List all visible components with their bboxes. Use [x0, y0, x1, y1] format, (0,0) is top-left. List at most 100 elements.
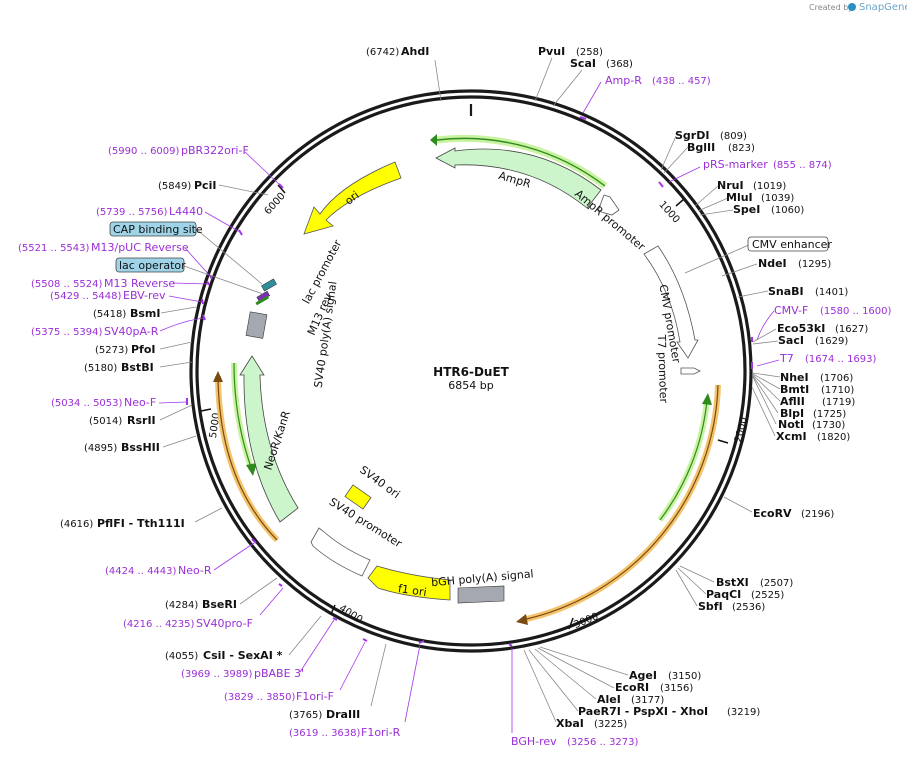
primer-pbr322[interactable]: pBR322ori-F — [181, 144, 249, 157]
site-pfoi[interactable]: PfoI — [131, 343, 156, 356]
leader-sv40prof — [259, 587, 284, 616]
backbone-outer — [189, 89, 753, 653]
site-bmti-pos: (1710) — [821, 385, 854, 396]
primer-neor[interactable]: Neo-R — [178, 564, 212, 577]
leader-xcmi — [751, 386, 776, 437]
lac-operator-label-box[interactable] — [115, 257, 185, 273]
primer-bar-l4440 — [238, 229, 243, 236]
site-rsrii[interactable]: RsrII — [127, 414, 156, 427]
site-bglii-pos: (823) — [728, 143, 755, 154]
site-csii[interactable]: CsiI - SexAI * — [203, 649, 283, 662]
site-paqci[interactable]: PaqCI — [706, 588, 741, 601]
site-bstxi[interactable]: BstXI — [716, 576, 749, 589]
neor-kanr-arrow[interactable] — [239, 355, 299, 523]
primer-pbabe3[interactable]: pBABE 3' — [254, 667, 304, 680]
neor-insert-arrowhead — [213, 371, 223, 382]
site-paer7i[interactable]: PaeR7I - PspXI - XhoI — [578, 705, 708, 718]
primer-bar-m13r — [206, 280, 210, 286]
cap-site-box[interactable] — [261, 278, 277, 292]
leader-mlui — [697, 197, 729, 212]
cmv-promoter-arrow[interactable] — [643, 245, 699, 359]
site-alei[interactable]: AleI — [597, 693, 621, 706]
plasmid-name: HTR6-DuET — [433, 365, 510, 379]
primer-sv40par[interactable]: SV40pA-R — [104, 325, 159, 338]
leader-cmv-enhancer — [684, 243, 752, 274]
site-nrui[interactable]: NruI — [717, 179, 744, 192]
site-ecori[interactable]: EcoRI — [615, 681, 649, 694]
primer-bar-ebvrev — [201, 298, 204, 305]
site-scai[interactable]: ScaI — [570, 57, 596, 70]
site-agei-pos: (3150) — [668, 671, 701, 682]
primer-m13r[interactable]: M13 Reverse — [104, 277, 175, 290]
site-nhei[interactable]: NheI — [780, 371, 809, 384]
site-ndei[interactable]: NdeI — [758, 257, 787, 270]
site-pcii[interactable]: PciI — [194, 179, 216, 192]
site-draiii[interactable]: DraIII — [326, 708, 360, 721]
site-blpi[interactable]: BlpI — [780, 407, 804, 420]
ampr-promoter-arrow[interactable] — [597, 194, 620, 216]
site-snabi[interactable]: SnaBI — [768, 285, 804, 298]
primer-prs[interactable]: pRS-marker — [703, 158, 768, 171]
site-sgrdi[interactable]: SgrDI — [675, 129, 709, 142]
leader-nhei — [752, 372, 781, 378]
site-xbai[interactable]: XbaI — [556, 717, 584, 730]
leader-spei — [699, 209, 734, 216]
leader-paer7i — [528, 649, 579, 712]
site-sbfi[interactable]: SbfI — [698, 600, 723, 613]
site-bstbi[interactable]: BstBI — [121, 361, 154, 374]
site-pvui-pos: (258) — [576, 47, 603, 58]
cmv-enhancer-box[interactable] — [747, 236, 829, 252]
site-bsmi[interactable]: BsmI — [130, 307, 161, 320]
sv40-promoter-arrow[interactable] — [310, 527, 371, 577]
leader-ebvrev — [168, 295, 203, 303]
site-mlui[interactable]: MluI — [726, 191, 753, 204]
primer-ampr[interactable]: Amp-R — [605, 74, 642, 87]
leader-bstxi — [679, 565, 715, 583]
primer-f1orif[interactable]: F1ori-F — [296, 690, 334, 703]
primer-bar-neor — [251, 538, 257, 544]
lac-operator-label: lac operator — [119, 259, 186, 272]
primer-cmvf[interactable]: CMV-F — [774, 304, 808, 317]
site-pflfi[interactable]: PflFI - Tth111I — [97, 517, 185, 530]
cap-site-label-box[interactable] — [109, 221, 197, 237]
site-bmti[interactable]: BmtI — [780, 383, 809, 396]
site-snabi-pos: (1401) — [815, 287, 848, 298]
tick-label-1000: 1000 — [656, 199, 681, 225]
site-xcmi[interactable]: XcmI — [776, 430, 807, 443]
site-spei[interactable]: SpeI — [733, 203, 760, 216]
leader-draiii — [370, 643, 387, 707]
leader-lac-operator — [183, 265, 264, 295]
site-saci[interactable]: SacI — [778, 334, 804, 347]
site-bsshii[interactable]: BssHII — [121, 441, 160, 454]
ampr-arrow[interactable] — [435, 147, 602, 209]
site-ecori-pos: (3156) — [660, 683, 693, 694]
site-pvui[interactable]: PvuI — [538, 45, 565, 58]
primer-ebvrev[interactable]: EBV-rev — [123, 289, 166, 302]
site-noti[interactable]: NotI — [778, 418, 804, 431]
bgh-polya-box[interactable] — [457, 585, 505, 604]
ori-arrow[interactable] — [303, 161, 402, 235]
f1-ori-arrow[interactable] — [367, 565, 451, 601]
primer-f1orir[interactable]: F1ori-R — [361, 726, 401, 739]
primer-prs-range: (855 .. 874) — [773, 160, 832, 171]
site-bglii[interactable]: BglII — [687, 141, 715, 154]
primer-bghrev[interactable]: BGH-rev — [511, 735, 557, 748]
leader-sgrdi — [660, 135, 677, 171]
site-ecorv[interactable]: EcoRV — [753, 507, 792, 520]
site-agei[interactable]: AgeI — [629, 669, 657, 682]
primer-m13puc[interactable]: M13/pUC Reverse — [91, 241, 189, 254]
primer-sv40prof-range: (4216 .. 4235) — [123, 619, 195, 630]
site-bseri[interactable]: BseRI — [202, 598, 237, 611]
sv40-polya-box[interactable] — [245, 311, 268, 339]
primer-l4440[interactable]: L4440 — [169, 205, 203, 218]
sv40-ori-box[interactable] — [344, 484, 372, 510]
site-eco53ki[interactable]: Eco53kI — [777, 322, 825, 335]
primer-t7[interactable]: T7 — [779, 352, 794, 365]
site-ahdi[interactable]: AhdI — [401, 45, 429, 58]
primer-neof[interactable]: Neo-F — [124, 396, 156, 409]
site-sbfi-pos: (2536) — [732, 602, 765, 613]
site-alei-pos: (3177) — [631, 695, 664, 706]
primer-sv40prof[interactable]: SV40pro-F — [196, 617, 253, 630]
t7-promoter-arrow[interactable] — [680, 367, 701, 375]
site-aflii[interactable]: AflII — [780, 395, 805, 408]
